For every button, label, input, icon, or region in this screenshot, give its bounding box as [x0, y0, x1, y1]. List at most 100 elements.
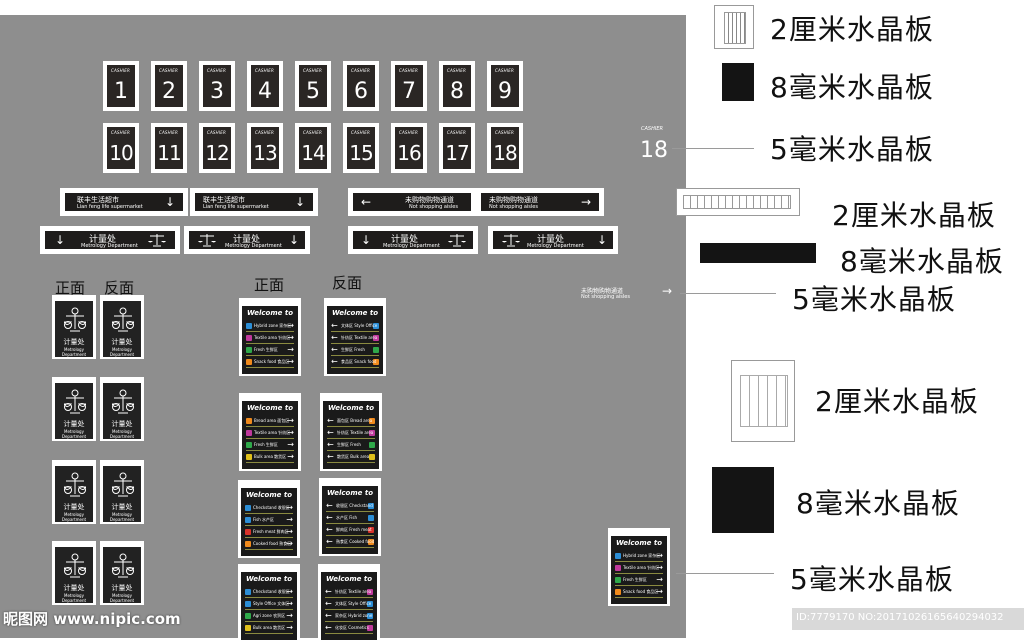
welcome-title: Welcome to [325, 575, 372, 583]
zone-icon [245, 529, 251, 535]
welcome-row: 针纺区 Textile area← [331, 333, 379, 344]
arrow-right-icon: → [287, 440, 294, 449]
noshop-sign-cn: 未购物购物通道 [405, 196, 454, 204]
zone-icon [373, 347, 379, 353]
cashier-number: 12 [205, 141, 229, 165]
metro-card-cn: 计量处 [111, 584, 133, 592]
welcome-row-text: 针纺区 Textile area [335, 589, 372, 594]
zone-icon [369, 442, 375, 448]
welcome-row-text: Bulk area 散货区 [254, 454, 287, 459]
arrow-left-icon: ← [325, 623, 332, 632]
welcome-row: 熟食区 Cooked food← [326, 537, 374, 548]
arrow-right-icon: → [287, 452, 294, 461]
arrow-right-icon: → [287, 333, 294, 342]
scale-icon [64, 472, 86, 497]
arrow-right-icon: → [287, 416, 294, 425]
zone-icon [245, 613, 251, 619]
cashier-label: CASHIER [303, 68, 322, 73]
zone-icon [368, 539, 374, 545]
arrow-left-icon: ← [326, 501, 333, 510]
legend-2cm-2: 2厘米水晶板 [832, 199, 996, 232]
welcome-title: Welcome to [331, 309, 378, 317]
zone-icon [369, 454, 375, 460]
leader-line [676, 573, 774, 574]
sample-noshop-en: Not shopping aisles [581, 294, 630, 300]
cashier-label: CASHIER [207, 130, 226, 135]
arrow-left-icon: ← [326, 525, 333, 534]
welcome-row: Bulk area 散货区→ [245, 623, 293, 634]
arrow-left-icon: ← [331, 357, 338, 366]
welcome-row-text: Fresh 生鲜区 [254, 347, 278, 352]
noshop-sign-cn: 未购物购物通道 [489, 196, 538, 204]
welcome-row-text: Textile area 针纺区 [254, 335, 291, 340]
zone-icon [367, 625, 373, 631]
cashier-number: 7 [402, 79, 416, 104]
cashier-label: CASHIER [399, 130, 418, 135]
arrow-left-icon: ← [325, 587, 332, 596]
welcome-row: Agri zone 农贸区→ [245, 611, 293, 622]
welcome-row-text: Snack food 食品区 [623, 589, 659, 594]
arrow-down-icon: ↓ [288, 233, 299, 247]
welcome-row-text: Bread area 面包区 [254, 418, 290, 423]
zone-icon [615, 565, 621, 571]
arrow-right-icon: → [286, 503, 293, 512]
metro-bar-en: Metrology Department [225, 243, 282, 249]
welcome-title: Welcome to [245, 491, 292, 499]
metro-bar-en: Metrology Department [81, 243, 138, 249]
arrow-left-icon: ← [361, 195, 372, 209]
welcome-row-text: 收银区 Checkstand [336, 503, 373, 508]
arrow-left-icon: ← [331, 345, 338, 354]
zone-icon [245, 505, 251, 511]
back-label: 反面 [332, 274, 363, 292]
arrow-right-icon: → [286, 623, 293, 632]
metro-card-en: Metrology Department [61, 429, 87, 439]
cashier-number: 8 [450, 79, 464, 104]
cashier-label: CASHIER [351, 68, 370, 73]
scale-icon [198, 234, 216, 247]
metro-card-en: Metrology Department [61, 347, 87, 357]
cashier-number: 16 [397, 141, 421, 165]
arrow-down-icon: ↓ [596, 233, 607, 247]
welcome-row: Bulk area 散货区→ [246, 452, 294, 463]
welcome-row: 鲜肉区 Fresh meat← [326, 525, 374, 536]
welcome-row: 面包区 Bread area← [327, 416, 375, 427]
noshop-sign-en: Not shopping aisles [409, 204, 458, 210]
market-sign-2: 联丰生活超市 Lian feng life supermarket ↓ [190, 188, 318, 216]
noshop-sign-2: 未购物购物通道 Not shopping aisles → [476, 188, 604, 216]
welcome-row-text: 文体区 Style Office [341, 323, 378, 328]
zone-icon [369, 418, 375, 424]
welcome-row-text: 鲜肉区 Fresh meat [336, 527, 372, 532]
welcome-title: Welcome to [327, 404, 374, 412]
zone-icon [373, 335, 379, 341]
zone-icon [369, 430, 375, 436]
welcome-row-text: Checkstand 收银区 [253, 505, 290, 510]
welcome-row: Cooked food 熟食区→ [245, 539, 293, 550]
arrow-right-icon: → [286, 515, 293, 524]
welcome-row: 家杂区 Hybrid zone← [325, 611, 373, 622]
zone-icon [373, 359, 379, 365]
zone-icon [615, 577, 621, 583]
cashier-label: CASHIER [303, 130, 322, 135]
arrow-left-icon: ← [327, 452, 334, 461]
scale-icon [64, 307, 86, 332]
welcome-row: 收银区 Checkstand← [326, 501, 374, 512]
arrow-right-icon: → [662, 284, 673, 298]
metro-card-en: Metrology Department [61, 512, 87, 522]
cashier-sign: CASHIER 16 [391, 123, 427, 173]
cashier-label: CASHIER [447, 130, 466, 135]
welcome-row: 水产区 Fish← [326, 513, 374, 524]
metro-card-cn: 计量处 [63, 420, 85, 428]
arrow-right-icon: → [287, 345, 294, 354]
crystal-2cm-sample-3 [731, 360, 795, 442]
arrow-right-icon: → [286, 587, 293, 596]
cashier-label: CASHIER [495, 130, 514, 135]
zone-icon [367, 589, 373, 595]
legend-5mm-3: 5毫米水晶板 [790, 563, 954, 596]
